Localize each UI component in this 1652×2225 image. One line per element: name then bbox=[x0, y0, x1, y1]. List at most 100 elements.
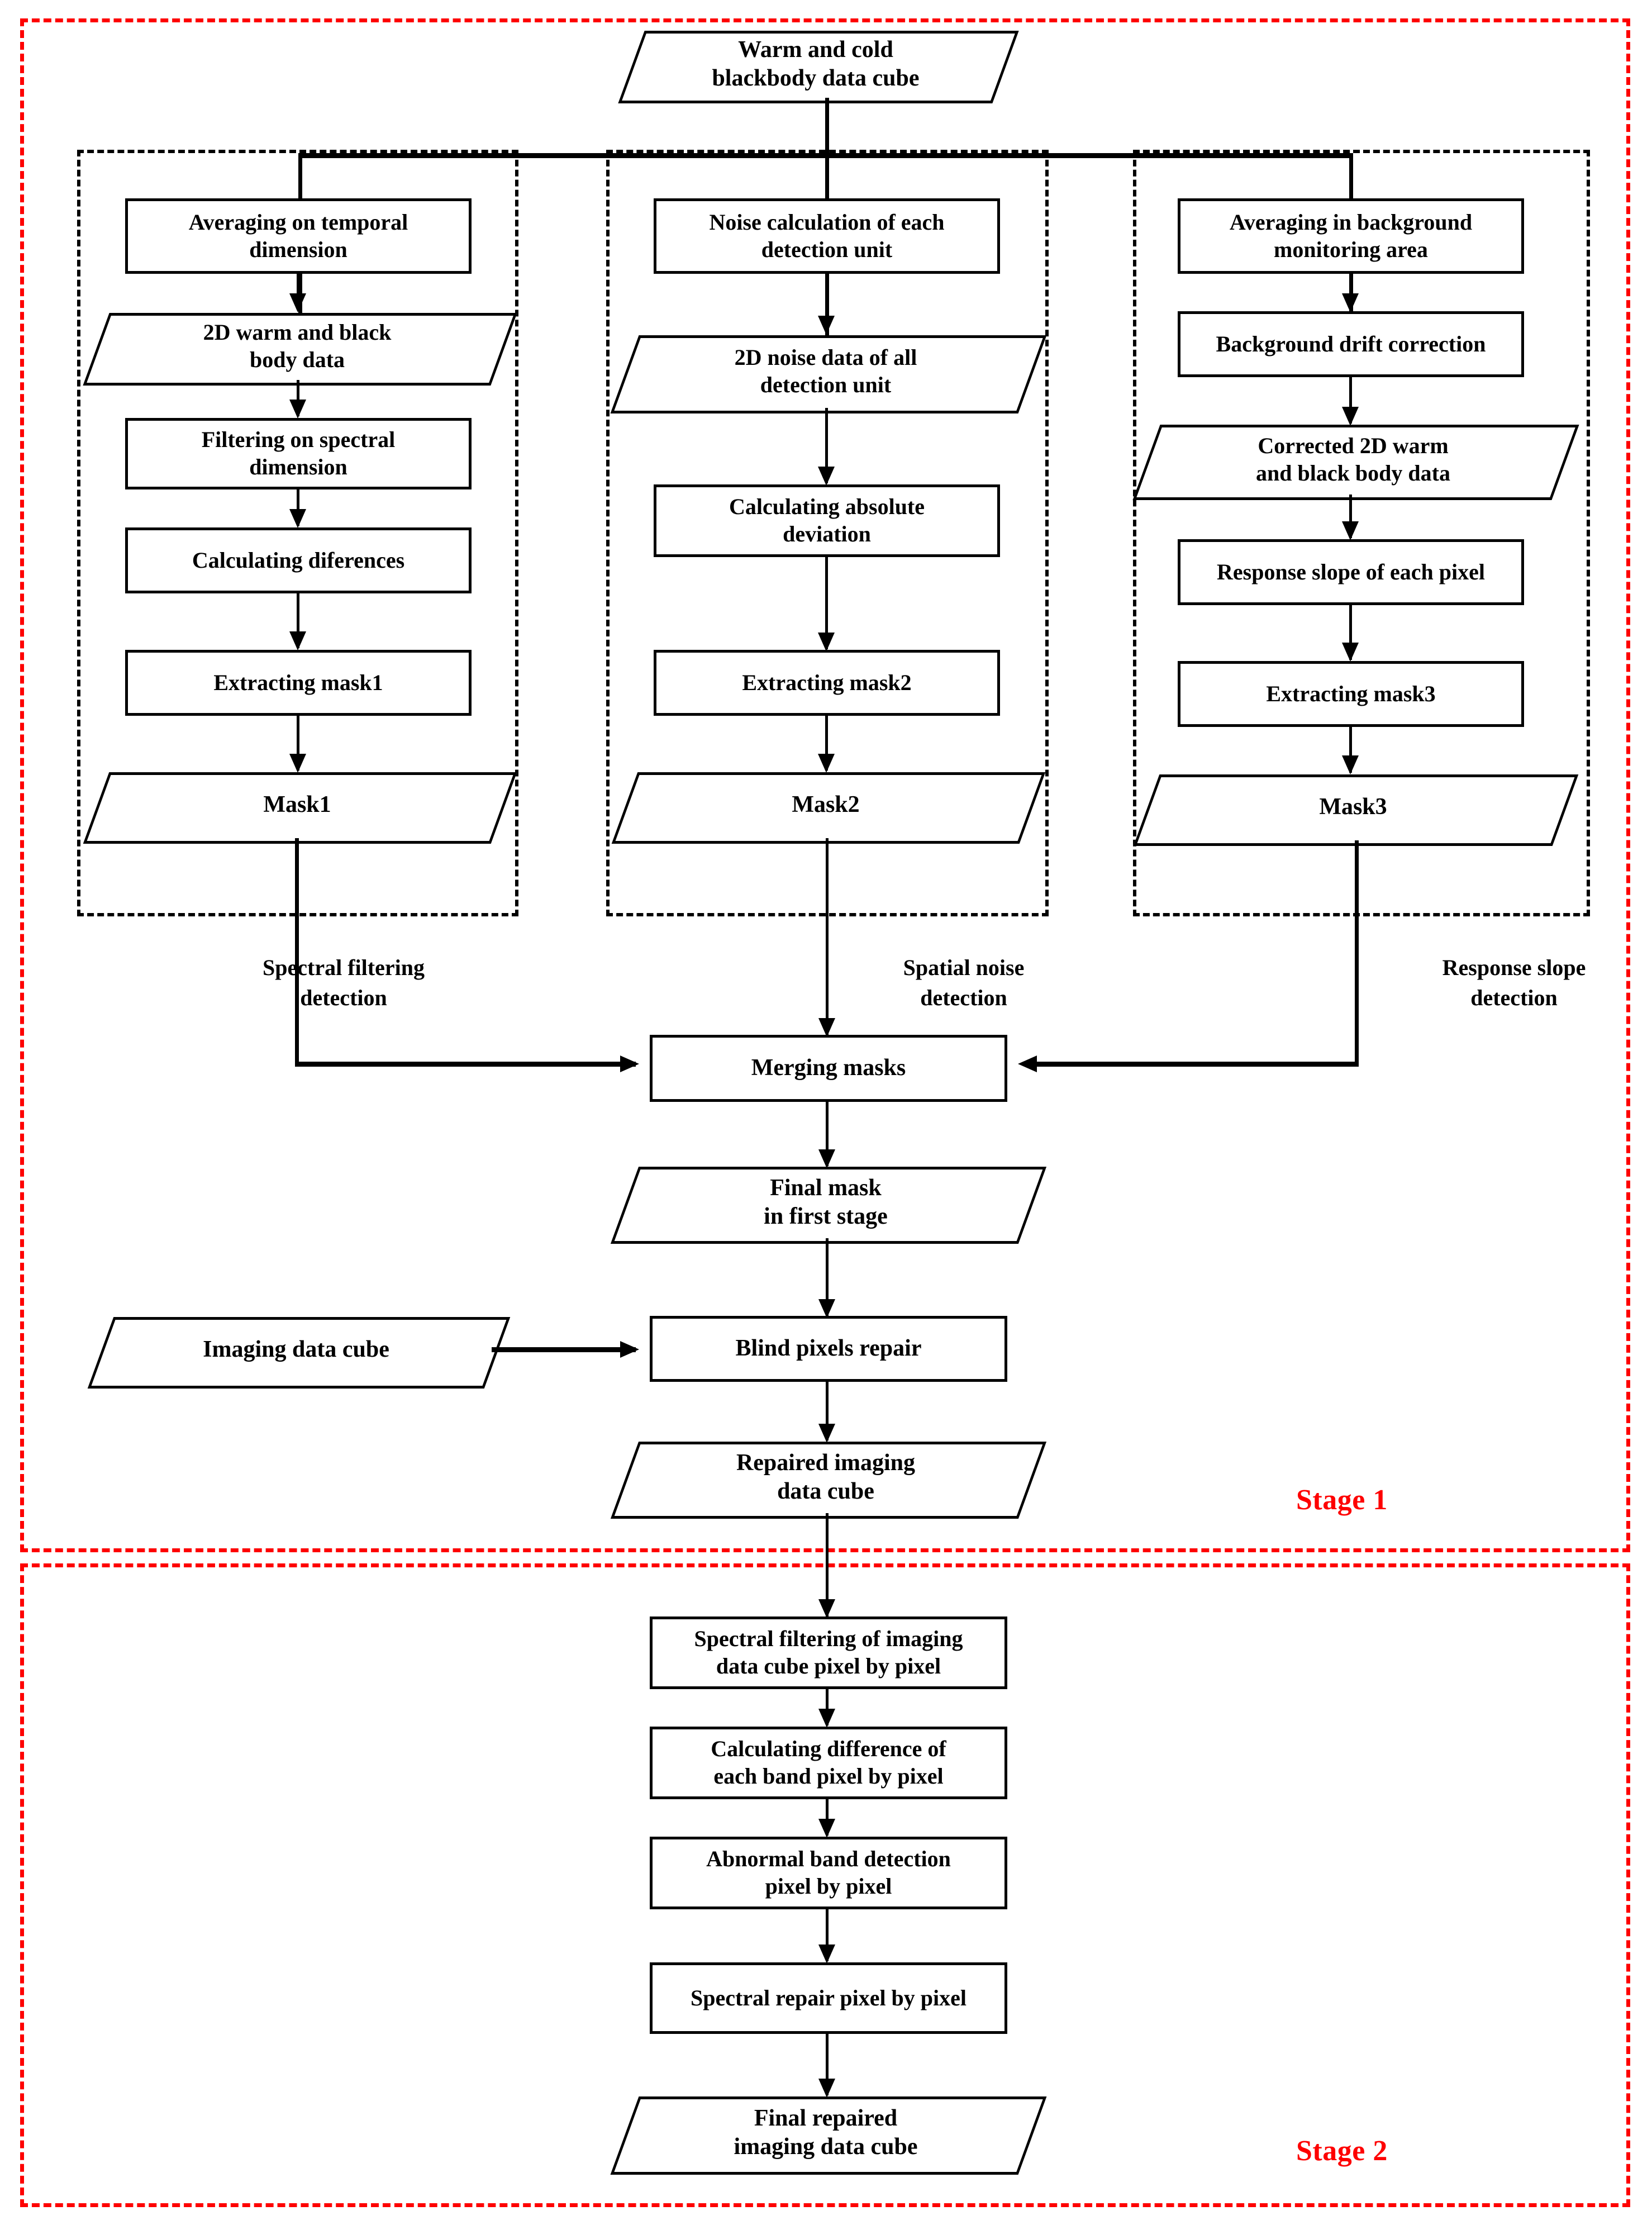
node-background-drift-correction: Background drift correction bbox=[1178, 311, 1524, 377]
connector-m3 bbox=[825, 557, 828, 649]
node-line-1: Final mask bbox=[770, 1175, 882, 1201]
node-line-1: Final repaired bbox=[754, 2105, 898, 2131]
node-averaging-background-monitoring: Averaging in background monitoring area bbox=[1178, 198, 1524, 274]
arrowhead-s2-3 bbox=[818, 1945, 835, 1963]
connector-merge-to-finalmask bbox=[826, 1102, 829, 1166]
node-calculating-diferences: Calculating diferences bbox=[125, 527, 472, 593]
node-line-2: blackbody data cube bbox=[712, 65, 920, 91]
node-line-2: body data bbox=[249, 347, 345, 372]
node-line-2: dimension bbox=[249, 236, 347, 262]
caption-line-2: detection bbox=[920, 985, 1007, 1010]
node-line-2: data cube pixel by pixel bbox=[716, 1653, 941, 1679]
arrowhead-l2 bbox=[289, 400, 306, 419]
node-final-repaired-imaging-cube: Final repaired imaging data cube bbox=[610, 2096, 1047, 2175]
node-line-2: monitoring area bbox=[1274, 236, 1428, 262]
caption-spatial-noise-detection: Spatial noise detection bbox=[841, 953, 1087, 1013]
connector-l1 bbox=[297, 274, 299, 310]
node-corrected-2d-warm-black-body-data: Corrected 2D warm and black body data bbox=[1132, 425, 1579, 500]
node-extracting-mask1: Extracting mask1 bbox=[125, 650, 472, 716]
connector-finalmask-to-repair bbox=[826, 1238, 829, 1316]
node-final-mask-first-stage: Final mask in first stage bbox=[610, 1167, 1047, 1244]
connector-m2 bbox=[825, 408, 828, 483]
node-source-blackbody-cube: Warm and cold blackbody data cube bbox=[618, 31, 1019, 103]
arrowhead-l5 bbox=[289, 754, 306, 773]
node-abnormal-band-detection: Abnormal band detection pixel by pixel bbox=[650, 1837, 1007, 1909]
arrowhead-m4 bbox=[818, 754, 835, 773]
stage2-label: Stage 2 bbox=[1296, 2135, 1388, 2167]
connector-l5 bbox=[297, 716, 299, 771]
node-response-slope-each-pixel: Response slope of each pixel bbox=[1178, 539, 1524, 605]
arrowhead-into-stage2 bbox=[818, 1599, 835, 1618]
connector-l2 bbox=[297, 380, 299, 416]
node-blind-pixels-repair: Blind pixels repair bbox=[650, 1316, 1007, 1382]
node-spectral-repair-pixel-by-pixel: Spectral repair pixel by pixel bbox=[650, 1962, 1007, 2034]
connector-mask3-down bbox=[1355, 840, 1359, 1064]
node-line-2: in first stage bbox=[764, 1204, 888, 1229]
node-line-2: each band pixel by pixel bbox=[713, 1763, 944, 1789]
node-line-1: Mask3 bbox=[1319, 794, 1387, 820]
node-line-1: Filtering on spectral bbox=[201, 427, 396, 453]
node-repaired-imaging-data-cube: Repaired imaging data cube bbox=[610, 1442, 1047, 1519]
caption-line-1: Response slope bbox=[1442, 955, 1586, 980]
node-line-1: Averaging on temporal bbox=[188, 209, 408, 235]
arrowhead-mask2-into-merge bbox=[818, 1018, 835, 1037]
connector-mask2-down bbox=[826, 838, 829, 1037]
arrowhead-repair-to-repaired-cube bbox=[818, 1424, 835, 1443]
connector-mask1-right bbox=[295, 1062, 636, 1067]
connector-r2 bbox=[1349, 377, 1352, 424]
arrowhead-r4 bbox=[1342, 643, 1359, 662]
connector-s2-1 bbox=[826, 1689, 829, 1725]
connector-s2-3 bbox=[826, 1909, 829, 1961]
node-line-2: detection unit bbox=[760, 372, 892, 397]
caption-response-slope-detection: Response slope detection bbox=[1391, 953, 1637, 1013]
connector-s2-2 bbox=[826, 1799, 829, 1836]
connector-l4 bbox=[297, 593, 299, 648]
arrowhead-l3 bbox=[289, 509, 306, 528]
node-line-1: Mask2 bbox=[792, 792, 860, 818]
connector-mask1-down bbox=[295, 838, 299, 1064]
arrowhead-mask1-into-merge bbox=[620, 1056, 639, 1072]
node-line-1: Extracting mask3 bbox=[1266, 681, 1436, 706]
arrowhead-l1 bbox=[289, 293, 306, 312]
arrowhead-merge-to-finalmask bbox=[818, 1149, 835, 1168]
node-line-1: Spectral repair pixel by pixel bbox=[690, 1985, 967, 2010]
node-mask1: Mask1 bbox=[83, 772, 517, 844]
stage2-frame bbox=[20, 1563, 1630, 2207]
group-frame-response-slope bbox=[1133, 150, 1590, 916]
arrowhead-r1 bbox=[1342, 293, 1359, 312]
node-line-1: 2D noise data of all bbox=[734, 345, 917, 370]
node-extracting-mask3: Extracting mask3 bbox=[1178, 661, 1524, 727]
node-2d-warm-black-body-data: 2D warm and black body data bbox=[83, 313, 517, 386]
node-line-1: Calculating absolute bbox=[729, 494, 925, 520]
node-line-1: Blind pixels repair bbox=[735, 1335, 922, 1362]
caption-line-1: Spatial noise bbox=[903, 955, 1025, 980]
connector-mask3-left bbox=[1036, 1062, 1359, 1067]
connector-l3 bbox=[297, 489, 299, 526]
stage1-frame bbox=[20, 18, 1630, 1552]
node-line-1: 2D warm and black bbox=[203, 320, 392, 345]
node-line-2: imaging data cube bbox=[734, 2134, 918, 2160]
node-line-1: Calculating difference of bbox=[711, 1736, 946, 1762]
node-line-1: Averaging in background bbox=[1229, 209, 1473, 235]
node-line-1: Merging masks bbox=[751, 1055, 906, 1081]
node-line-1: Extracting mask2 bbox=[742, 669, 912, 695]
caption-line-1: Spectral filtering bbox=[263, 955, 425, 980]
node-calculating-difference-each-band: Calculating difference of each band pixe… bbox=[650, 1727, 1007, 1799]
node-line-2: and black body data bbox=[1256, 460, 1450, 486]
node-line-2: data cube bbox=[777, 1478, 874, 1504]
arrowhead-s2-1 bbox=[818, 1709, 835, 1728]
arrowhead-m3 bbox=[818, 633, 835, 652]
arrowhead-r2 bbox=[1342, 407, 1359, 426]
node-averaging-temporal-dimension: Averaging on temporal dimension bbox=[125, 198, 472, 274]
arrowhead-finalmask-to-repair bbox=[818, 1299, 835, 1318]
node-line-1: Spectral filtering of imaging bbox=[694, 1626, 963, 1652]
node-imaging-data-cube: Imaging data cube bbox=[87, 1317, 511, 1389]
node-line-1: Abnormal band detection bbox=[706, 1846, 951, 1872]
node-extracting-mask2: Extracting mask2 bbox=[654, 650, 1000, 716]
caption-spectral-filtering-detection: Spectral filtering detection bbox=[212, 953, 475, 1013]
node-line-1: Mask1 bbox=[263, 792, 331, 818]
node-line-2: deviation bbox=[783, 521, 871, 546]
node-filtering-spectral-dimension: Filtering on spectral dimension bbox=[125, 418, 472, 489]
caption-line-2: detection bbox=[1470, 985, 1558, 1010]
connector-r5 bbox=[1349, 727, 1352, 773]
